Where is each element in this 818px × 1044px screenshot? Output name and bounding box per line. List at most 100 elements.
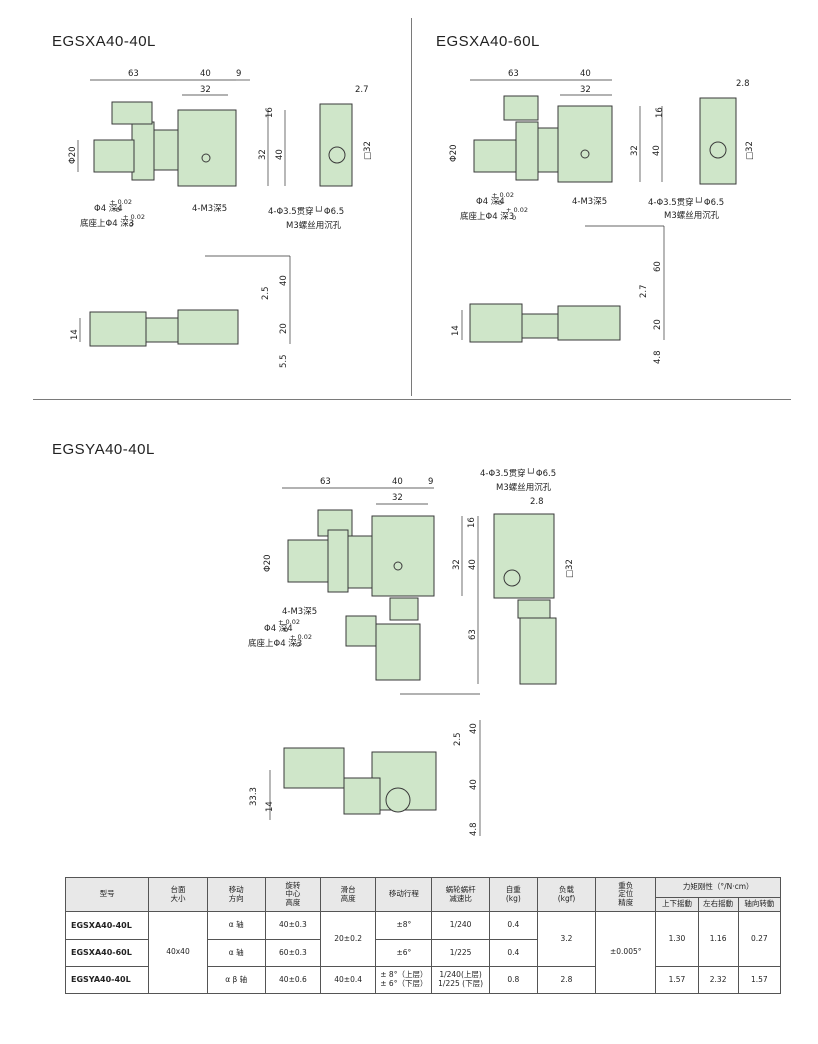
header-repeatability: 重负定位精度: [595, 877, 657, 912]
cell-moment-roll: 1.57: [737, 966, 782, 994]
spec-table: 型号 台面大小 移动方向 旋转中心高度 滑台高度 移动行程 蜗轮蜗杆减速比 自重…: [64, 877, 782, 994]
dim-a-tol2: + 0.02: [123, 213, 145, 221]
cell-slide-height: 40±0.4: [320, 966, 377, 994]
dim-b-front-14: 14: [451, 325, 461, 336]
dim-b-tol2-zero: 0: [512, 214, 516, 222]
note-b-m3: M3螺丝用沉孔: [664, 210, 720, 221]
dim-b-front-60: 60: [653, 261, 663, 272]
cell-load: 2.8: [536, 966, 597, 994]
dim-c-front-4.8: 4.8: [469, 822, 479, 836]
row-model: EGSYA40-40L: [64, 966, 150, 994]
cell-ratio: 1/225: [431, 939, 490, 967]
header-model: 型号: [64, 877, 150, 912]
label-b-base-phi4: 底座上Φ4 深3: [460, 211, 514, 222]
label-c-m3: 4-M3深5: [282, 607, 317, 617]
dim-c-right-40: 40: [468, 559, 478, 570]
dim-c-tol1-zero: 0: [284, 626, 288, 634]
dim-b-right-32: 32: [630, 145, 640, 156]
label-c-phi4: Φ4 深4: [264, 624, 293, 634]
dim-c-tol1: + 0.02: [278, 618, 300, 626]
cell-rotation-height: 40±0.3: [264, 911, 322, 940]
dim-b-tol1-zero: 0: [498, 199, 502, 207]
dim-b-sq32: □32: [745, 141, 755, 160]
dim-c-63: 63: [320, 477, 331, 487]
dim-b-16: 16: [655, 107, 665, 118]
cell-direction: α β 轴: [206, 966, 266, 994]
dim-a-32: 32: [200, 85, 211, 95]
cell-slide-height: 20±0.2: [320, 911, 377, 967]
drawing-title-egsya40-40l: EGSYA40-40L: [52, 441, 155, 458]
drawing-egsxa40-40l: 63 40 9 32 16 32 40 Φ20 + 0.02 0 Φ4 深4 +…: [68, 69, 373, 368]
dim-b-front-20: 20: [653, 319, 663, 330]
dim-c-tol2-zero: 0: [296, 641, 300, 649]
dim-b-40: 40: [580, 69, 591, 79]
drawing-egsxa40-60l: 63 40 32 16 32 40 Φ20 + 0.02 0 Φ4 深4 + 0…: [449, 69, 755, 364]
dim-a-tol1-zero: 0: [116, 206, 120, 214]
cell-moment-pitch: 1.30: [655, 911, 699, 967]
horizontal-divider: [33, 399, 791, 400]
header-moment-yaw: 左右摇動: [697, 897, 739, 912]
dim-c-32: 32: [392, 493, 403, 503]
header-load: 负载(kgf): [536, 877, 597, 912]
cell-travel: ±6°: [375, 939, 433, 967]
header-slide-height: 滑台高度: [320, 877, 377, 912]
dim-c-front-14: 14: [265, 801, 275, 812]
dim-a-sq32: □32: [363, 141, 373, 160]
label-b-phi4: Φ4 深4: [476, 197, 505, 207]
drawing-egsya40-40l: 63 40 9 32 16 32 40 63 Φ20 4-M3深5 + 0.02…: [248, 468, 575, 836]
dim-a-63: 63: [128, 69, 139, 79]
label-a-phi4: Φ4 深4: [94, 204, 123, 214]
dim-a-right-32: 32: [258, 149, 268, 160]
dim-b-tol1: + 0.02: [492, 191, 514, 199]
cell-ratio: 1/240: [431, 911, 490, 940]
header-travel: 移动行程: [375, 877, 433, 912]
header-ratio: 蜗轮蜗杆减速比: [431, 877, 490, 912]
cell-direction: α 轴: [206, 939, 266, 967]
dim-a-right-40: 40: [275, 149, 285, 160]
dim-b-right-40: 40: [652, 145, 662, 156]
cell-moment-yaw: 2.32: [697, 966, 739, 994]
label-a-m3: 4-M3深5: [192, 204, 227, 214]
cell-weight: 0.4: [488, 939, 538, 967]
cell-travel: ±8°: [375, 911, 433, 940]
cell-weight: 0.8: [488, 966, 538, 994]
dim-c-phi20: Φ20: [263, 554, 273, 572]
note-c-m3: M3螺丝用沉孔: [496, 482, 552, 493]
dim-b-tol2: + 0.02: [506, 206, 528, 214]
dim-b-2.8: 2.8: [736, 79, 750, 89]
header-moment: 力矩刚性（°/N·cm）: [655, 877, 781, 898]
dim-b-phi20: Φ20: [449, 144, 459, 162]
header-rotation-height: 旋转中心高度: [264, 877, 322, 912]
header-size: 台面大小: [148, 877, 208, 912]
dim-c-40: 40: [392, 477, 403, 487]
cell-ratio: 1/240(上层)1/225 (下层): [431, 966, 490, 994]
cell-size: 40x40: [148, 911, 208, 994]
dim-a-9: 9: [236, 69, 241, 79]
dim-c-right-63: 63: [468, 629, 478, 640]
header-weight: 自重(kg): [488, 877, 538, 912]
dim-a-tol2-zero: 0: [129, 221, 133, 229]
dim-b-front-2.7: 2.7: [639, 284, 649, 298]
label-a-base-phi4: 底座上Φ4 深3: [80, 218, 134, 229]
vertical-divider: [411, 18, 412, 396]
dim-a-phi20: Φ20: [68, 146, 78, 164]
dim-c-right-32: 32: [452, 559, 462, 570]
cell-travel: ± 8°（上层）± 6°（下层）: [375, 966, 433, 994]
note-b-holes: 4-Φ3.5贯穿└┘Φ6.5: [648, 197, 724, 208]
header-moment-roll: 轴向转動: [737, 897, 782, 912]
dim-c-front-40b: 40: [469, 779, 479, 790]
header-direction: 移动方向: [206, 877, 266, 912]
dim-a-tol1: + 0.02: [110, 198, 132, 206]
dim-c-tol2: + 0.02: [290, 633, 312, 641]
label-b-m3: 4-M3深5: [572, 197, 607, 207]
dim-a-front-14: 14: [70, 329, 80, 340]
dim-a-front-20: 20: [279, 323, 289, 334]
dim-a-front-5.5: 5.5: [279, 354, 289, 368]
note-a-m3: M3螺丝用沉孔: [286, 220, 342, 231]
dim-a-40: 40: [200, 69, 211, 79]
drawing-title-egsxa40-40l: EGSXA40-40L: [52, 33, 156, 50]
dim-c-front-33.3: 33.3: [249, 787, 259, 806]
dim-c-9: 9: [428, 477, 433, 487]
header-moment-pitch: 上下摇動: [655, 897, 699, 912]
dim-a-2.7: 2.7: [355, 85, 369, 95]
